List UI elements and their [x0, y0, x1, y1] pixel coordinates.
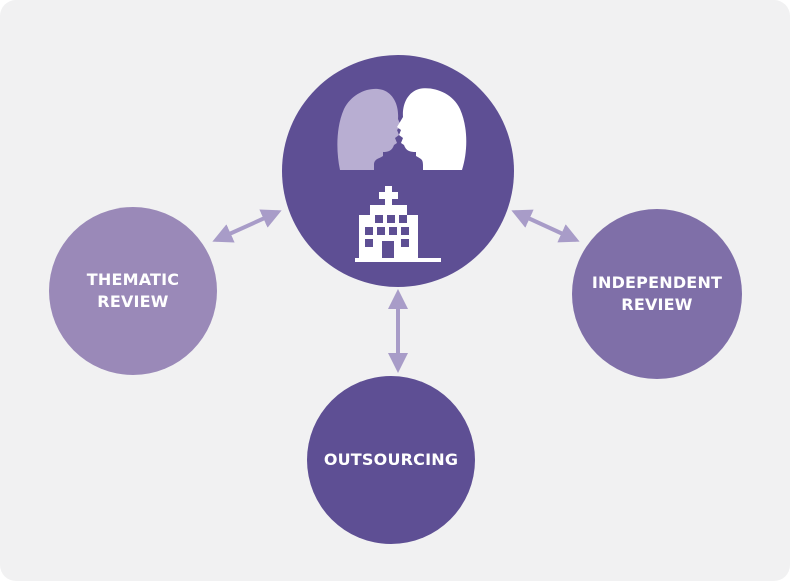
- node-label: OUTSOURCING: [324, 449, 458, 471]
- node-label: INDEPENDENT REVIEW: [592, 272, 722, 316]
- arrow-center-thematic: [212, 209, 282, 243]
- label-line-1: INDEPENDENT: [591, 273, 723, 292]
- arrow-center-independent: [511, 209, 580, 243]
- node-label: THEMATIC REVIEW: [87, 269, 180, 313]
- node-thematic-review: THEMATIC REVIEW: [49, 207, 217, 375]
- label-line-2: REVIEW: [621, 295, 693, 314]
- hospital-windows: [365, 215, 409, 259]
- two-heads-facing-icon: [337, 88, 467, 170]
- label-line-2: REVIEW: [97, 292, 169, 311]
- head-right-icon: [397, 88, 467, 170]
- label-line-1: OUTSOURCING: [323, 450, 459, 469]
- head-left-icon: [337, 88, 401, 170]
- center-icons: [337, 88, 467, 262]
- node-outsourcing: OUTSOURCING: [307, 376, 475, 544]
- node-independent-review: INDEPENDENT REVIEW: [572, 209, 742, 379]
- center-node: [282, 55, 514, 287]
- hospital-base: [355, 258, 441, 262]
- label-line-1: THEMATIC: [86, 270, 180, 289]
